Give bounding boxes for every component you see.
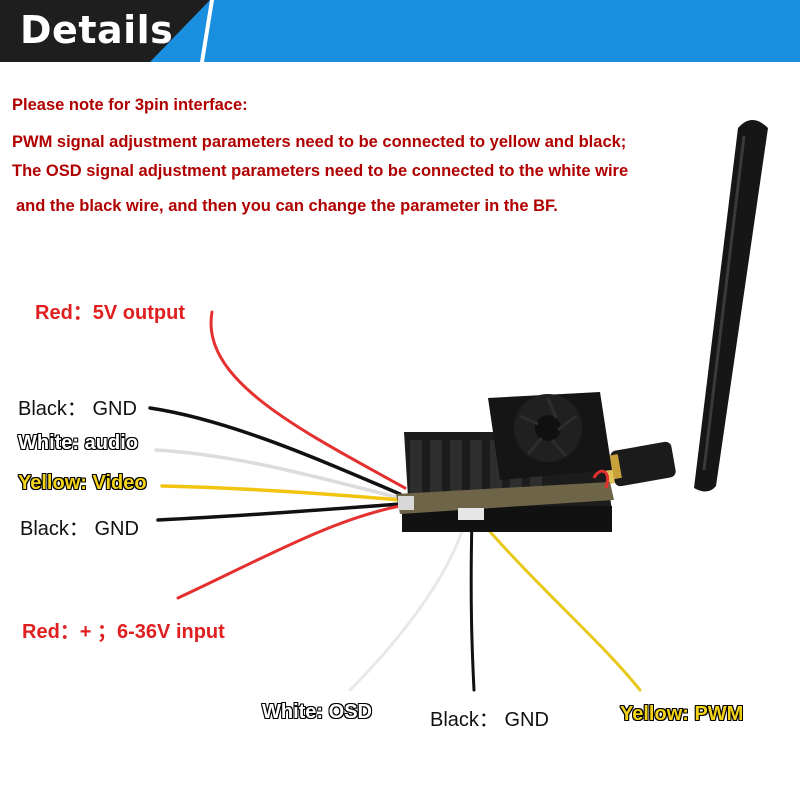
label-red-input: Red：+ ；6-36V input bbox=[22, 621, 225, 643]
label-red-5v-output: Red：5V output bbox=[35, 302, 185, 324]
pcb-board bbox=[396, 482, 614, 520]
label-white-audio: White: audio bbox=[18, 432, 138, 454]
label-black-gnd-2: Black： GND bbox=[20, 518, 139, 540]
header-accent-stripe bbox=[150, 0, 800, 62]
bottom-wires bbox=[348, 516, 642, 692]
page-title: Details bbox=[20, 8, 174, 52]
label-black-gnd-1: Black： GND bbox=[18, 398, 137, 420]
label-yellow-video: Yellow: Video bbox=[18, 472, 147, 494]
note-line-3: The OSD signal adjustment parameters nee… bbox=[12, 162, 629, 180]
label-yellow-pwm: Yellow: PWM bbox=[620, 703, 744, 725]
cooling-fan-icon bbox=[488, 392, 612, 480]
note-line-4: and the black wire, and then you can cha… bbox=[16, 197, 558, 215]
note-line-2: PWM signal adjustment parameters need to… bbox=[12, 133, 627, 151]
label-white-osd: White: OSD bbox=[262, 701, 372, 723]
left-wires bbox=[148, 310, 407, 600]
note-line-1: Please note for 3pin interface: bbox=[12, 96, 248, 114]
antenna-icon bbox=[594, 120, 768, 492]
label-black-gnd-3: Black： GND bbox=[430, 709, 549, 731]
fan-wire bbox=[592, 469, 609, 489]
